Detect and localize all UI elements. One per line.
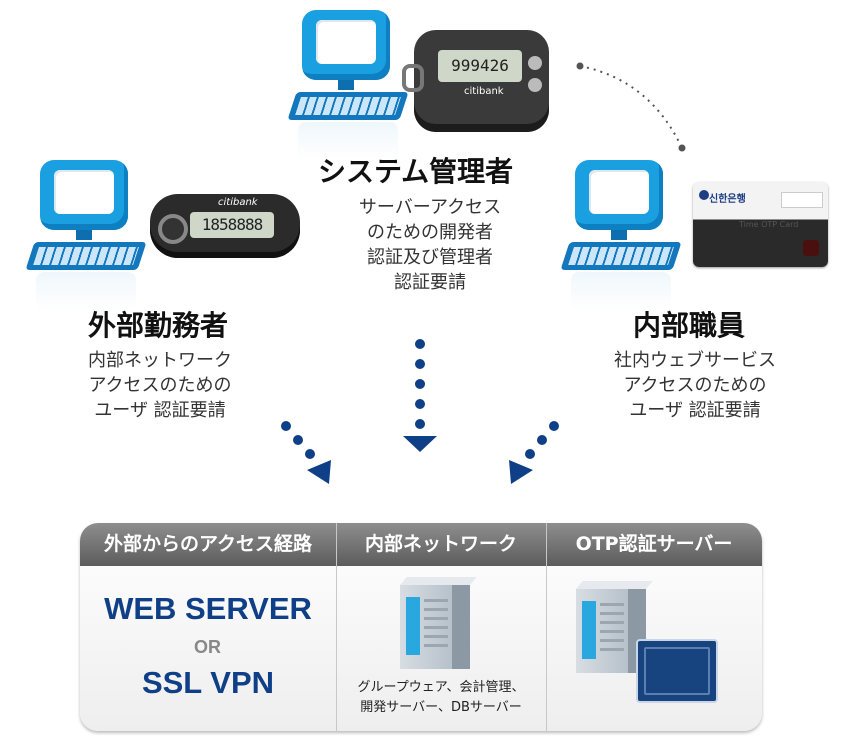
token-display: 999426 [438,50,522,82]
web-server-label: WEB SERVER [104,591,312,626]
internal-server-caption: グループウェア、会計管理、 開発サーバー、DBサーバー [357,680,525,715]
internal-computer-icon [560,160,685,310]
keychain-otp-token-icon: citibank 1858888 [150,194,300,258]
external-computer-icon [25,160,150,310]
token-brand: citibank [464,86,504,97]
or-label: OR [194,637,221,657]
admin-title: システム管理者 [318,155,514,188]
card-label: Time OTP Card [739,220,799,229]
panel-header [80,523,762,566]
admin-description: サーバーアクセス のための開発者 認証及び管理者 認証要請 [358,197,502,293]
otp-server-icon [576,581,653,673]
right-dotted-arrow [509,421,559,484]
otp-device-icon [636,639,718,703]
external-title: 外部勤務者 [88,309,229,342]
internal-server-icon [400,577,477,669]
internal-title: 内部職員 [633,309,746,342]
card-bank-name: 신한은행 [709,194,746,205]
otp-card-icon: 신한은행 Time OTP Card [693,182,828,267]
token-display: 1858888 [190,212,274,238]
column-title-otp-server: OTP認証サーバー [575,533,733,555]
center-dotted-arrow [403,339,437,452]
column-title-internal-network: 内部ネットワーク [364,533,517,555]
token-brand: citibank [218,197,258,208]
left-dotted-arrow [281,421,331,484]
admin-computer-icon [287,10,412,160]
external-description: 内部ネットワーク アクセスのための ユーザ 認証要請 [88,350,232,421]
pager-otp-token-icon: 999426 citibank [402,30,549,132]
ssl-vpn-label: SSL VPN [141,665,275,700]
internal-description: 社内ウェブサービス アクセスのための ユーザ 認証要請 [614,350,776,421]
network-panel: 外部からのアクセス経路 内部ネットワーク OTP認証サーバー WEB SERVE… [80,523,762,731]
column-title-external-access: 外部からのアクセス経路 [103,533,313,555]
